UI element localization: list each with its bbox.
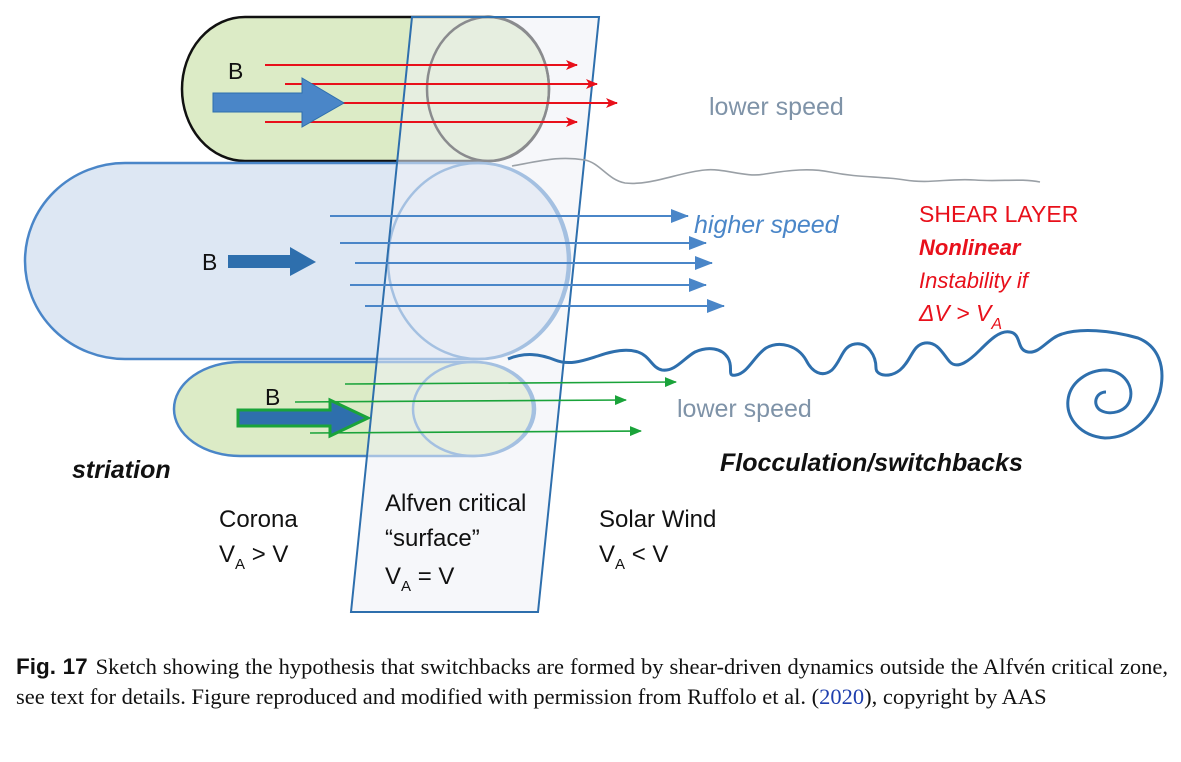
shear-layer-diagram: B B B lower speed higher speed lower spe… (23, 15, 1164, 613)
corona-title: Corona (219, 506, 298, 533)
alfven-title: Alfven critical (385, 490, 526, 517)
shear-nonlinear-label: Nonlinear (919, 235, 1022, 260)
alfven-condition: VA = V (385, 563, 454, 595)
upper-b-block-arrow (212, 77, 345, 128)
middle-speed-label: higher speed (694, 211, 840, 239)
corona-condition: VA > V (219, 541, 288, 573)
citation-link[interactable]: 2020 (819, 684, 865, 709)
lower-field-arrows (294, 377, 677, 437)
alfven-critical-surface (349, 16, 601, 613)
shear-layer-title: SHEAR LAYER (919, 201, 1078, 227)
shear-condition: ΔV > VA (918, 300, 1002, 333)
flocculation-label: Flocculation/switchbacks (720, 449, 1023, 477)
middle-b-label: B (202, 249, 217, 275)
flocculation-boundary (507, 329, 1164, 440)
caption-text-end: ), copyright by AAS (864, 684, 1047, 709)
upper-speed-label: lower speed (709, 93, 844, 121)
shear-instability-label: Instability if (919, 268, 1031, 293)
upper-field-arrows (265, 60, 618, 127)
upper-b-label: B (228, 58, 243, 84)
solar-wind-title: Solar Wind (599, 506, 716, 533)
upper-shear-boundary (511, 157, 1041, 185)
striation-label: striation (72, 456, 171, 484)
caption-text: Sketch showing the hypothesis that switc… (16, 654, 1168, 709)
solar-wind-condition: VA < V (599, 541, 668, 573)
middle-b-block-arrow (228, 247, 316, 276)
lower-b-block-arrow (236, 397, 372, 439)
figure-number: Fig. 17 (16, 654, 88, 679)
middle-field-arrows (330, 209, 725, 313)
alfven-surface-label: “surface” (385, 525, 480, 552)
lower-b-label: B (265, 384, 280, 410)
lower-speed-label: lower speed (677, 395, 812, 423)
